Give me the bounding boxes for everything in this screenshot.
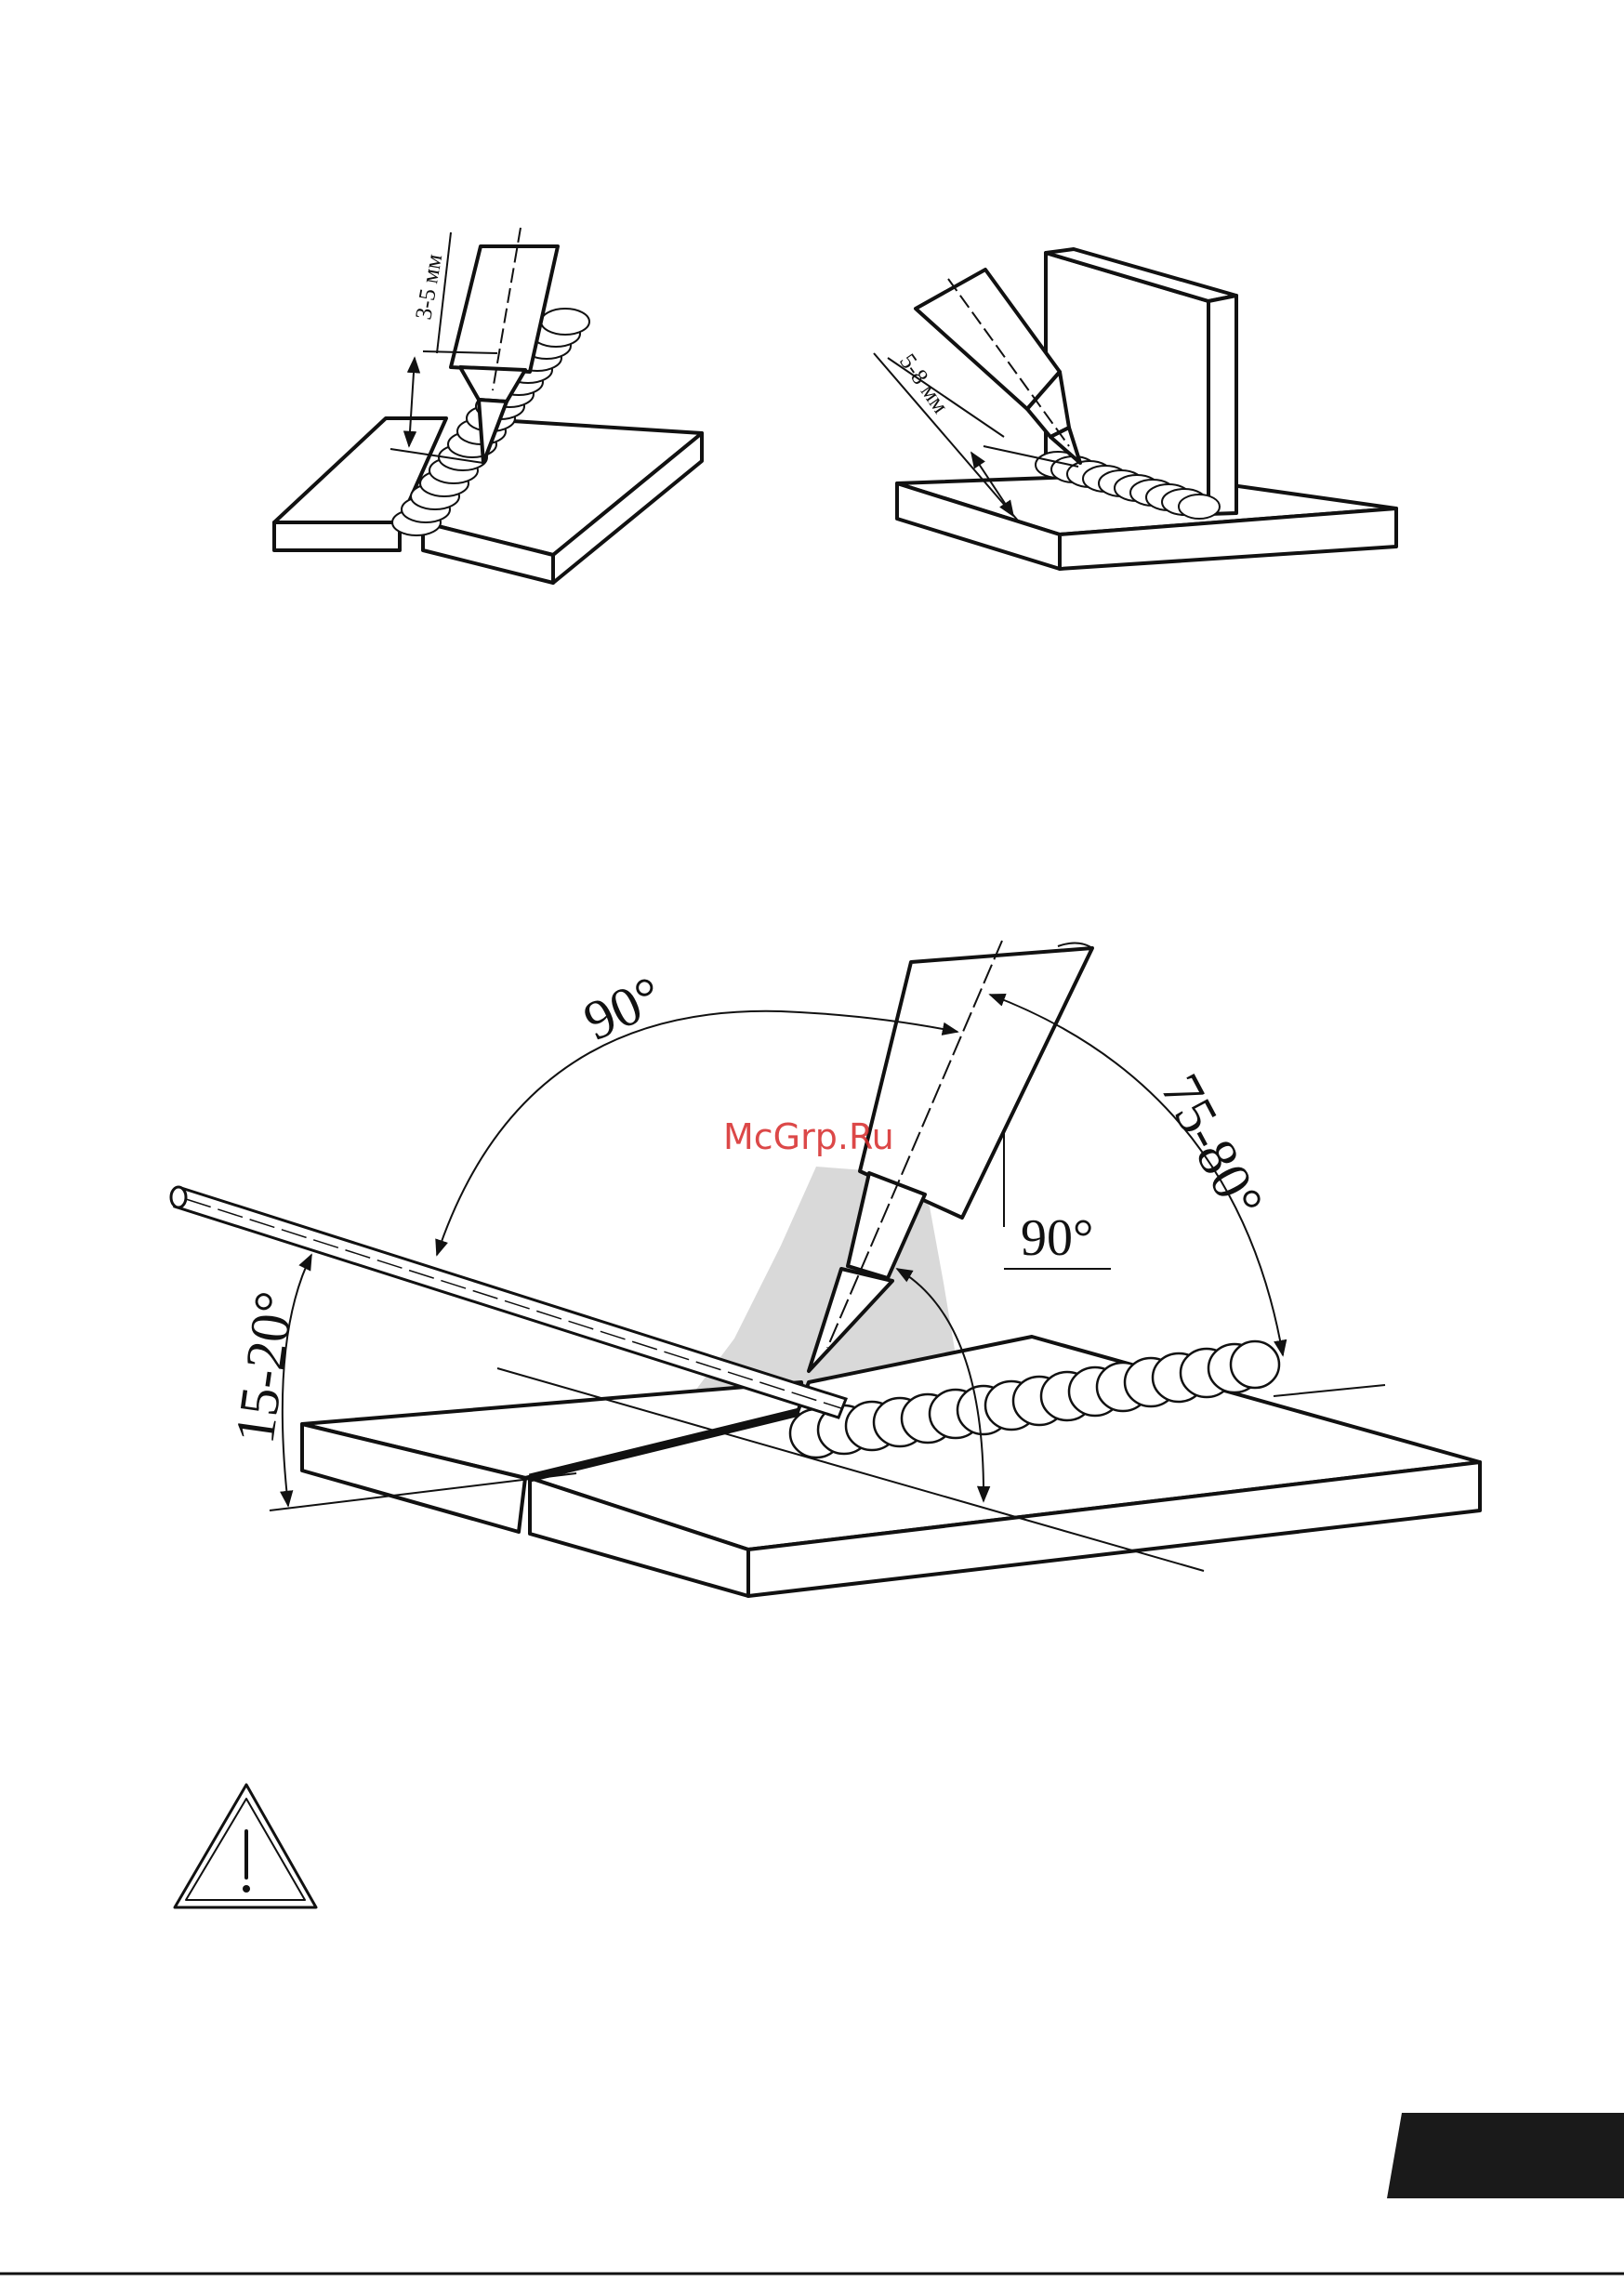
label-angle-torch-bead: 75-80° bbox=[1150, 1064, 1275, 1228]
watermark: McGrp.Ru bbox=[723, 1116, 894, 1157]
label-angle-torch-plate: 90° bbox=[1021, 1209, 1093, 1267]
left-plate-front bbox=[274, 522, 400, 550]
main-plates bbox=[302, 1337, 1480, 1596]
main-torch-nozzle bbox=[860, 948, 1092, 1218]
gap-label-5-8mm: 5-8 мм bbox=[894, 350, 953, 418]
warning-triangle-icon bbox=[175, 1785, 316, 1907]
vertical-plate-edge bbox=[1208, 296, 1236, 514]
label-angle-rod-torch: 90° bbox=[574, 964, 671, 1051]
page-number-tab bbox=[1387, 2113, 1624, 2198]
label-angle-rod-plate: 15-20° bbox=[224, 1287, 306, 1447]
